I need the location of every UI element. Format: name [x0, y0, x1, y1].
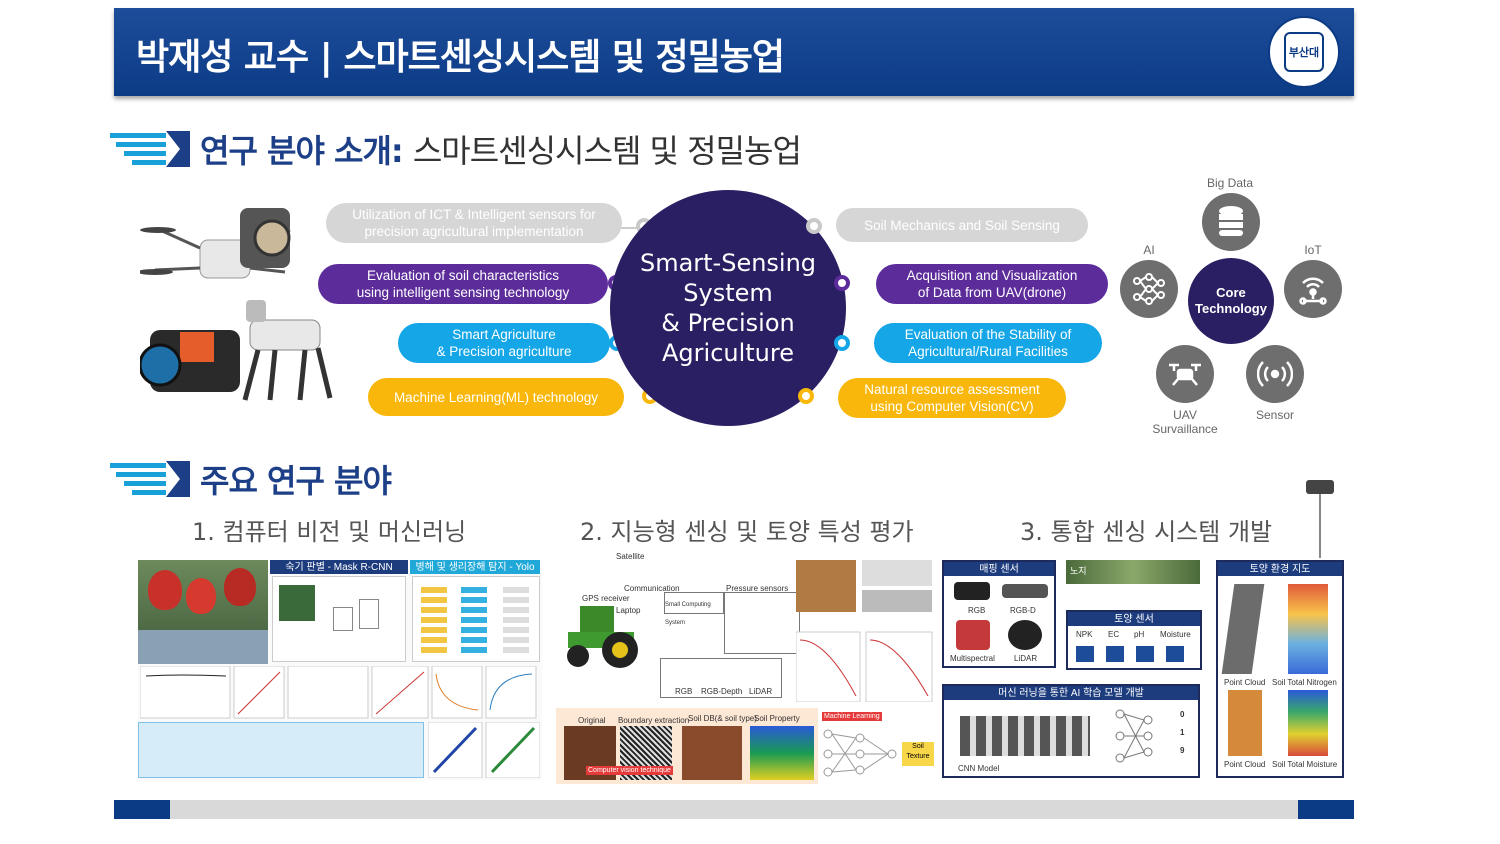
ml-model-box: 머신 러닝을 통한 AI 학습 모델 개발 0 1 9 CNN Model: [942, 684, 1200, 778]
section-research-title: 주요 연구 분야: [200, 462, 392, 500]
sensor-label: Sensor: [1255, 408, 1295, 422]
computer-vision-soil-box: Original Boundary extraction Soil DB(& s…: [556, 708, 818, 784]
field-image: 노지: [1066, 560, 1200, 584]
iot-label: IoT: [1304, 243, 1322, 257]
scatter-plots: [140, 666, 537, 719]
neural-network-icon: [1120, 260, 1178, 318]
devices-illustration: [140, 208, 333, 401]
iot-icon: [1284, 260, 1342, 318]
connector-line: [620, 227, 640, 229]
footer-accent-right: [1298, 800, 1354, 819]
computer-vision-panel: 숙기 판별 - Mask R-CNN 병해 및 생리장해 탐지 - Yolo v…: [138, 560, 542, 780]
mask-rcnn-header: 숙기 판별 - Mask R-CNN: [270, 560, 408, 574]
yolo-architecture-diagram: [412, 576, 540, 662]
page-title: 박재성 교수 | 스마트센싱시스템 및 정밀농업: [136, 37, 785, 78]
section-research-heading: 주요 연구 분야: [110, 456, 392, 502]
connector-dot: [834, 275, 850, 291]
big-data-label: Big Data: [1206, 176, 1254, 190]
connector-dot: [798, 388, 814, 404]
topic-pill-ict: Utilization of ICT & Intelligent sensors…: [326, 203, 622, 243]
gps-label: GPS receiver: [582, 594, 630, 603]
strawberry-image: [138, 560, 268, 664]
signal-processing-diagram: [138, 722, 424, 778]
signal-icon: [1246, 345, 1304, 403]
satellite-label: Satellite: [616, 552, 645, 561]
wing-logo-icon: [110, 461, 190, 497]
research-area-title-1: 1. 컴퓨터 비전 및 머신러닝: [192, 518, 467, 546]
small-computing-box: Small Computing System: [664, 592, 724, 626]
pressure-sensors-label: Pressure sensors: [726, 584, 789, 593]
mask-rcnn-diagram: [272, 576, 406, 662]
regression-plots: [428, 722, 540, 778]
topic-pill-machine-learning: Machine Learning(ML) technology: [368, 378, 624, 416]
intelligent-sensing-panel: Satellite Communication GPS receiver Lap…: [556, 548, 940, 786]
topic-pill-smart-agriculture: Smart Agriculture& Precision agriculture: [398, 323, 610, 363]
smart-sensing-center-circle: Smart-Sensing System & Precision Agricul…: [610, 190, 846, 426]
seal-emblem: 부산대: [1284, 32, 1324, 72]
soil-environment-map-box: 토양 환경 지도 Point Cloud Soil Total Nitrogen…: [1216, 560, 1344, 778]
university-seal-logo: 부산대: [1268, 16, 1340, 88]
header-banner: 박재성 교수 | 스마트센싱시스템 및 정밀농업 부산대: [114, 8, 1354, 96]
connector-dot: [834, 335, 850, 351]
topic-pill-soil-mechanics: Soil Mechanics and Soil Sensing: [836, 208, 1088, 242]
connector-dot: [806, 218, 822, 234]
footer-accent-left: [114, 800, 170, 819]
research-area-title-2: 2. 지능형 센싱 및 토양 특성 평가: [580, 518, 914, 546]
pressure-sensor-box: [724, 592, 800, 654]
section-intro-title: 연구 분야 소개: 스마트센싱시스템 및 정밀농업: [200, 132, 802, 170]
soil-test-plots: [796, 560, 933, 702]
camera-sensors-box: RGB RGB-Depth LiDAR: [660, 658, 782, 698]
laptop-label: Laptop: [616, 606, 641, 615]
wing-logo-icon: [110, 131, 190, 167]
ai-label: AI: [1143, 243, 1155, 257]
sensor-pole-image: [1306, 480, 1334, 558]
communication-label: Communication: [624, 584, 680, 593]
integrated-sensing-panel: 매핑 센서 RGB RGB-D Multispectral LiDAR 노지 토…: [942, 560, 1344, 780]
drone-icon: [1156, 345, 1214, 403]
section-intro-heading: 연구 분야 소개: 스마트센싱시스템 및 정밀농업: [110, 126, 802, 172]
mapping-sensors-box: 매핑 센서 RGB RGB-D Multispectral LiDAR: [942, 560, 1056, 668]
footer-bar: [114, 800, 1354, 819]
soil-sensors-box: 토양 센서 NPK EC pH Moisture: [1066, 610, 1202, 670]
ml-soil-texture-box: Machine Learning Soil Texture: [818, 708, 936, 784]
research-area-title-3: 3. 통합 센싱 시스템 개발: [1020, 518, 1273, 546]
database-icon: [1202, 193, 1260, 251]
tractor-image: [567, 606, 638, 668]
yolo-header: 병해 및 생리장해 탐지 - Yolo v5: [410, 560, 540, 589]
